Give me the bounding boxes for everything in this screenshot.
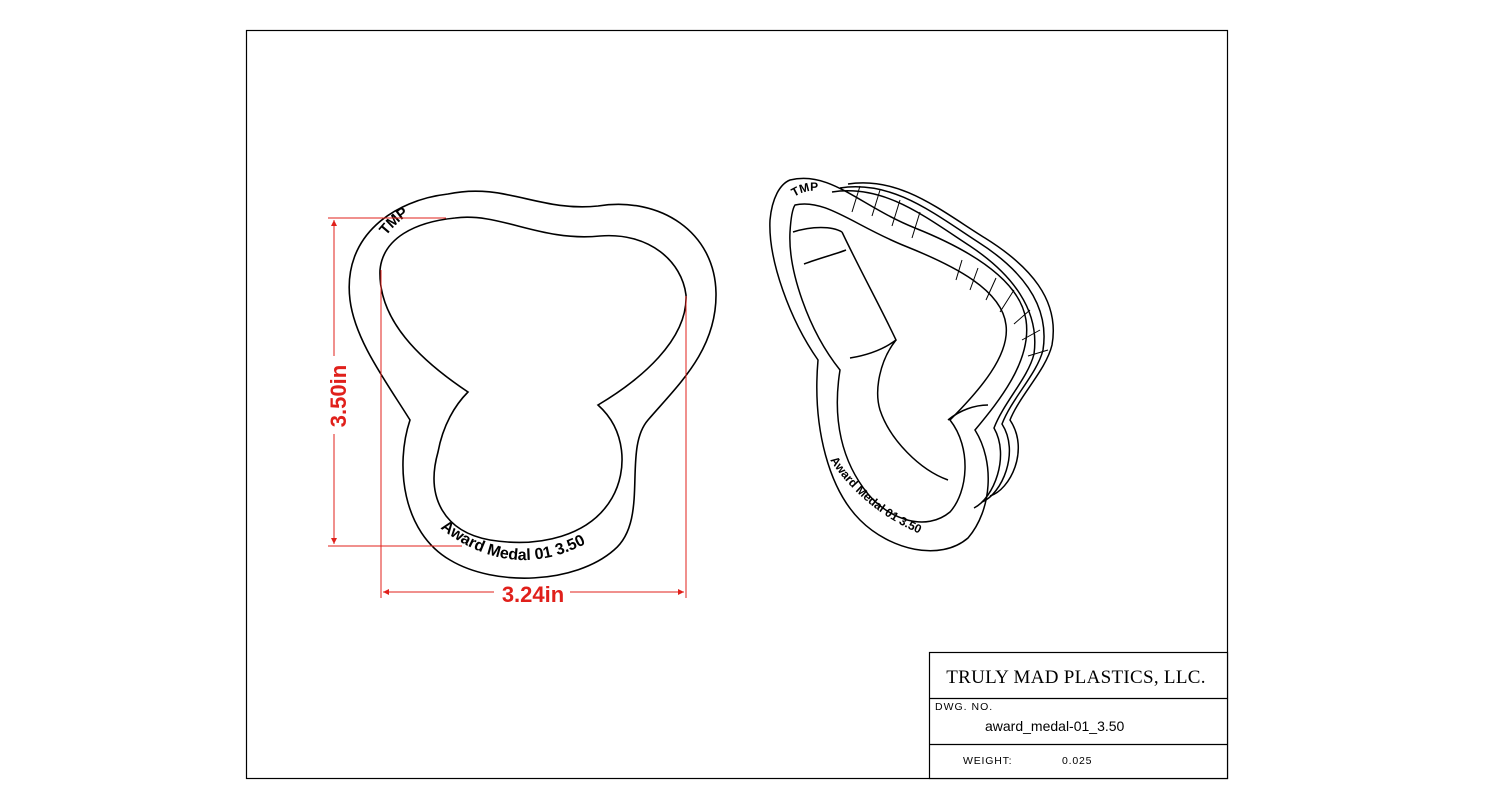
dwg-no-label: DWG. NO. [935, 701, 993, 713]
iso-engraving-top: TMP [789, 180, 818, 200]
iso-inner-wall-3 [841, 231, 897, 359]
iso-rim-outer [769, 177, 1028, 552]
iso-depth-layer-1 [831, 190, 1036, 509]
height-dimension-label: 3.50in [326, 365, 351, 427]
width-dimension: 3.24in [380, 270, 687, 607]
company-name: TRULY MAD PLASTICS, LLC. [946, 667, 1206, 688]
iso-depth-layer-2 [839, 186, 1045, 503]
iso-inner-wall-2 [803, 249, 847, 265]
width-dimension-label: 3.24in [502, 582, 564, 607]
iso-depth-hatching [851, 185, 1049, 357]
iso-inner-wall-4 [877, 339, 949, 481]
iso-depth-layer-3 [847, 182, 1054, 497]
front-view-inner-outline [379, 216, 687, 544]
iso-rim-inner [789, 203, 1008, 523]
height-dimension: 3.50in [326, 217, 462, 547]
iso-inner-wall-5 [947, 404, 989, 421]
sheet-border [245, 29, 1229, 780]
front-view-outer-outline [348, 190, 717, 579]
dwg-no-value: award_medal-01_3.50 [985, 718, 1125, 734]
front-view: TMP Award Medal 01 3.50 [348, 190, 717, 579]
weight-value: 0.025 [1062, 755, 1092, 767]
isometric-view [769, 177, 1054, 552]
iso-inner-wall-1 [792, 226, 843, 233]
front-engraving-bottom: Award Medal 01 3.50 [438, 518, 588, 564]
title-block-frame [928, 651, 1229, 780]
title-block: TRULY MAD PLASTICS, LLC. DWG. NO. award_… [928, 651, 1229, 780]
weight-label: WEIGHT: [963, 755, 1012, 767]
